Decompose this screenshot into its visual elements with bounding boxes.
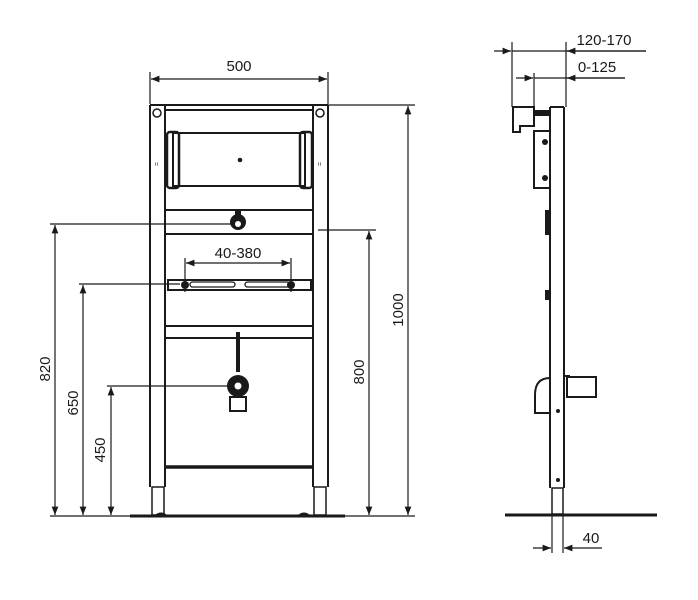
side-outlet xyxy=(566,376,597,398)
side-view xyxy=(494,42,657,553)
upper-mounting-panel xyxy=(172,132,306,187)
side-mounting-plate xyxy=(533,130,551,189)
svg-text:=: = xyxy=(315,162,322,166)
front-view: = = xyxy=(50,72,415,518)
label-height-820: 820 xyxy=(37,356,54,381)
dimension-height-820 xyxy=(50,223,232,517)
label-depth-total: 120-170 xyxy=(576,32,631,49)
upper-left-bracket xyxy=(165,130,181,190)
dimension-width-500 xyxy=(149,72,329,104)
dimension-depth-adjust xyxy=(516,73,625,107)
slotted-bracket-bar xyxy=(167,279,312,291)
side-drain-elbow xyxy=(534,377,551,414)
label-height-1000: 1000 xyxy=(390,293,407,326)
label-bracket-spacing: 40-380 xyxy=(215,245,262,262)
dimension-height-650 xyxy=(79,283,180,515)
top-hook-bracket xyxy=(512,106,535,133)
left-post xyxy=(149,105,166,516)
label-foot-width: 40 xyxy=(583,530,600,547)
upper-right-bracket xyxy=(298,130,314,190)
top-left-bolt-icon xyxy=(152,108,162,118)
water-inlet-icon xyxy=(230,211,246,230)
dimension-height-1000 xyxy=(328,104,415,517)
label-depth-adjust: 0-125 xyxy=(578,59,616,76)
label-height-450: 450 xyxy=(92,437,109,462)
dimension-depth-total xyxy=(494,42,646,107)
svg-text:=: = xyxy=(152,162,159,166)
right-post xyxy=(312,105,329,516)
top-right-bolt-icon xyxy=(315,108,325,118)
label-height-800: 800 xyxy=(351,359,368,384)
drain-outlet-icon xyxy=(227,332,249,412)
dimension-bracket-spacing xyxy=(184,258,292,292)
dimension-height-800 xyxy=(318,229,376,515)
label-width: 500 xyxy=(226,58,251,75)
label-height-650: 650 xyxy=(65,390,82,415)
dimension-foot-width xyxy=(533,516,602,553)
dimension-height-450 xyxy=(107,385,230,515)
